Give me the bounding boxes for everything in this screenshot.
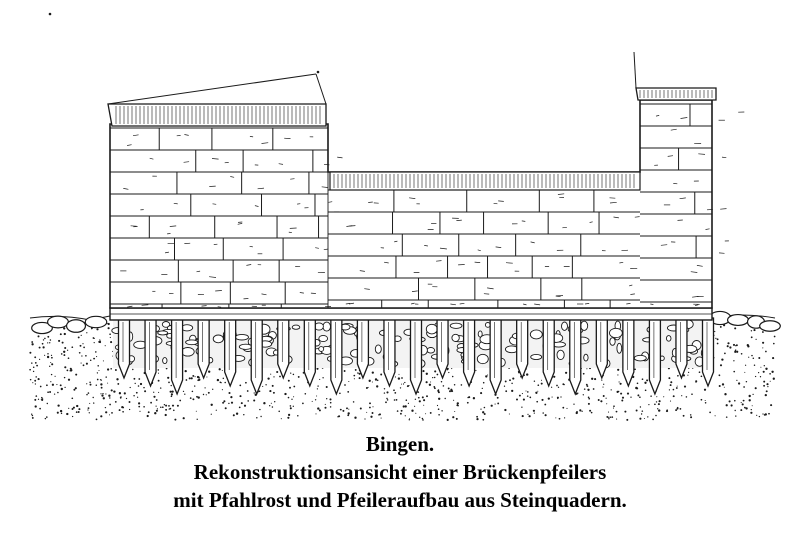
caption-subtitle: mit Pfahlrost und Pfeileraufbau aus Stei…	[173, 488, 627, 512]
timber-platform	[109, 307, 713, 321]
ashlar-masonry	[109, 99, 745, 309]
river-bank-stones	[31, 310, 781, 335]
bridge-pier-illustration	[29, 12, 781, 421]
pile-grillage	[111, 317, 715, 396]
caption-title: Rekonstruktionsansicht einer Brückenpfei…	[193, 460, 607, 484]
figure-caption: Bingen. Rekonstruktionsansicht einer Brü…	[0, 430, 800, 514]
cornice-caps	[48, 12, 717, 191]
caption-place: Bingen.	[365, 432, 435, 456]
